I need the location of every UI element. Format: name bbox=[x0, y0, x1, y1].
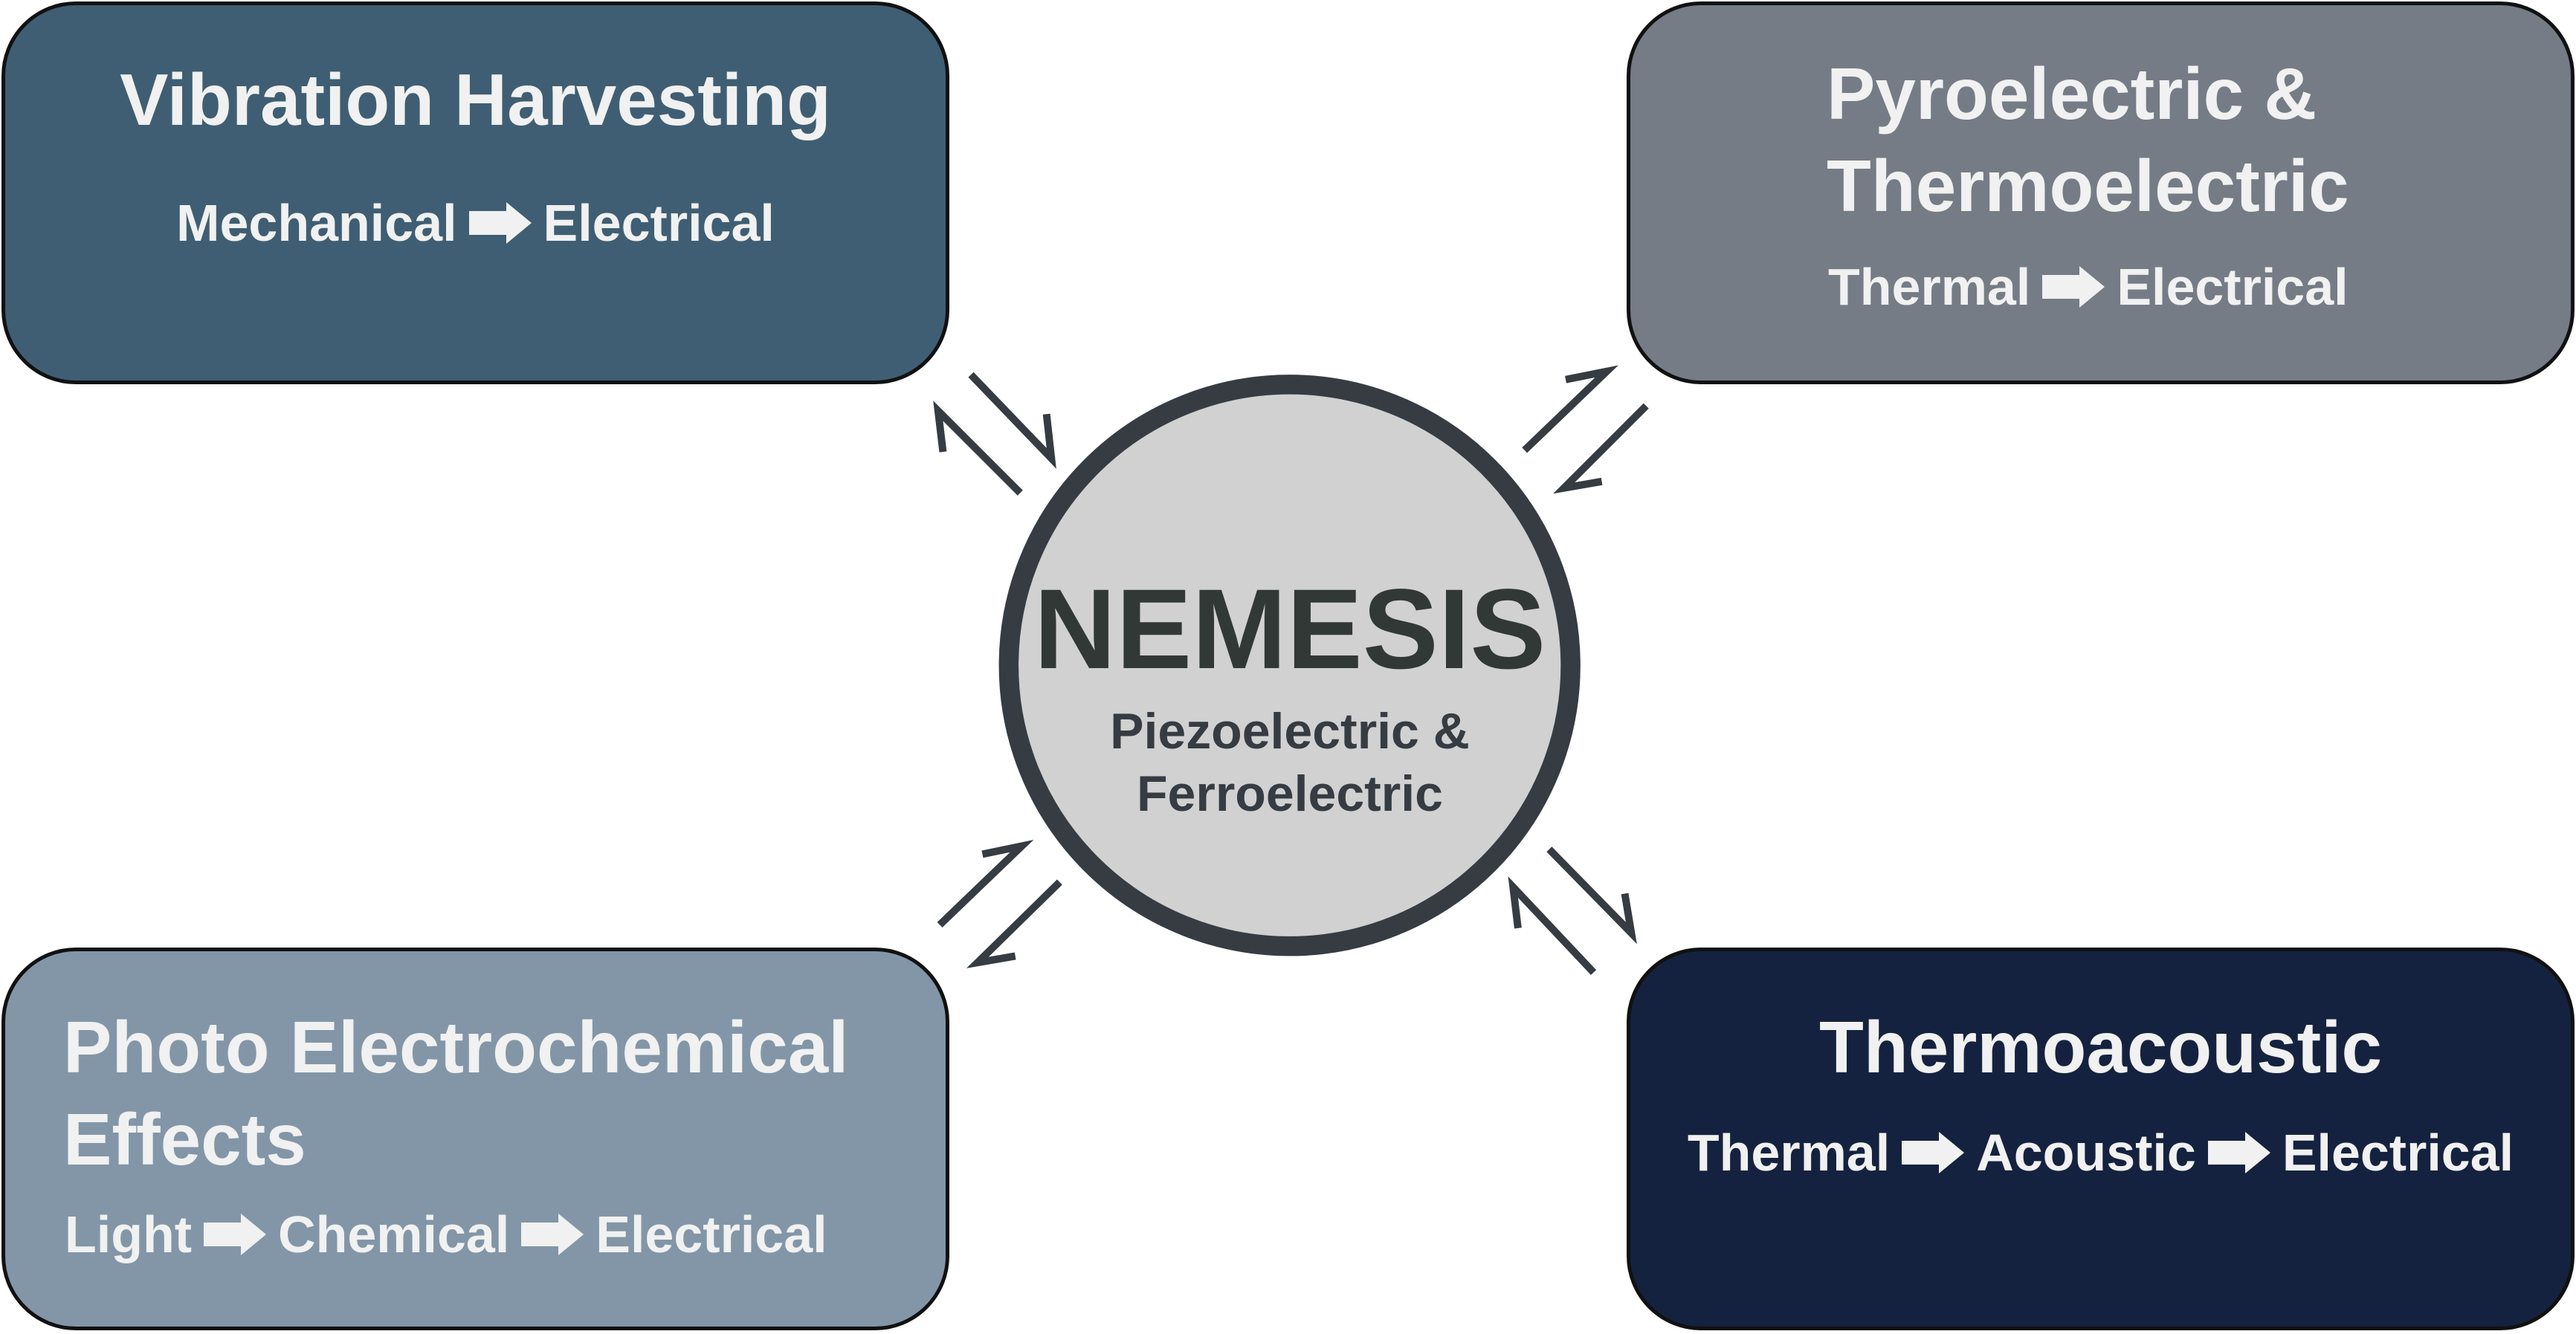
exchange-arrow-icon bbox=[1508, 876, 1597, 975]
block-arrow-icon bbox=[204, 1214, 267, 1255]
exchange-arrow-icon bbox=[933, 401, 1023, 496]
chain-step: Electrical bbox=[2117, 258, 2349, 316]
box-title-line1: Pyroelectric & bbox=[1827, 53, 2317, 135]
thermoacoustic-box: Thermoacoustic Thermal Acoustic Electric… bbox=[1627, 948, 2575, 1330]
chain-step: Electrical bbox=[2282, 1124, 2514, 1182]
block-arrow-icon bbox=[468, 202, 532, 244]
pyroelectric-box: Pyroelectric & Thermoelectric Thermal El… bbox=[1627, 1, 2575, 384]
hub-subtitle-line1: Piezoelectric & bbox=[1110, 703, 1470, 760]
conversion-chain: Thermal Acoustic Electrical bbox=[1630, 1127, 2571, 1179]
exchange-arrow-icon bbox=[1546, 846, 1637, 945]
hub-subtitle-line2: Ferroelectric bbox=[1137, 765, 1443, 822]
chain-step: Mechanical bbox=[176, 194, 457, 252]
conversion-chain: Thermal Electrical bbox=[1828, 261, 2349, 313]
box-title-line2: Thermoelectric bbox=[1827, 145, 2349, 227]
chain-step: Electrical bbox=[595, 1205, 827, 1263]
exchange-arrow-icon bbox=[968, 372, 1056, 469]
box-title-line2: Effects bbox=[63, 1098, 306, 1180]
block-arrow-icon bbox=[521, 1214, 584, 1255]
block-arrow-icon bbox=[2042, 266, 2105, 308]
photo-electrochemical-box: Photo Electrochemical Effects Light Chem… bbox=[1, 948, 949, 1330]
chain-step: Electrical bbox=[543, 194, 775, 252]
conversion-chain: Mechanical Electrical bbox=[5, 197, 946, 249]
box-title-line1: Photo Electrochemical bbox=[63, 1006, 849, 1088]
block-arrow-icon bbox=[1902, 1132, 1965, 1173]
exchange-arrow-icon bbox=[937, 839, 1034, 928]
exchange-arrow-icon bbox=[966, 879, 1062, 968]
chain-step: Light bbox=[65, 1205, 193, 1263]
chain-step: Chemical bbox=[278, 1205, 510, 1263]
box-title: Thermoacoustic bbox=[1819, 1006, 2382, 1088]
exchange-arrow-icon bbox=[1522, 365, 1618, 453]
chain-step: Thermal bbox=[1687, 1124, 1891, 1182]
hub-title: NEMESIS bbox=[1033, 566, 1546, 693]
chain-step: Thermal bbox=[1828, 258, 2031, 316]
chain-step: Acoustic bbox=[1976, 1124, 2196, 1182]
block-arrow-icon bbox=[2207, 1132, 2270, 1173]
vibration-harvesting-box: Vibration Harvesting Mechanical Electric… bbox=[1, 1, 949, 384]
conversion-chain: Light Chemical Electrical bbox=[65, 1208, 827, 1260]
hub-circle bbox=[998, 375, 1581, 956]
exchange-arrow-icon bbox=[1553, 403, 1649, 494]
box-title: Vibration Harvesting bbox=[120, 59, 831, 140]
